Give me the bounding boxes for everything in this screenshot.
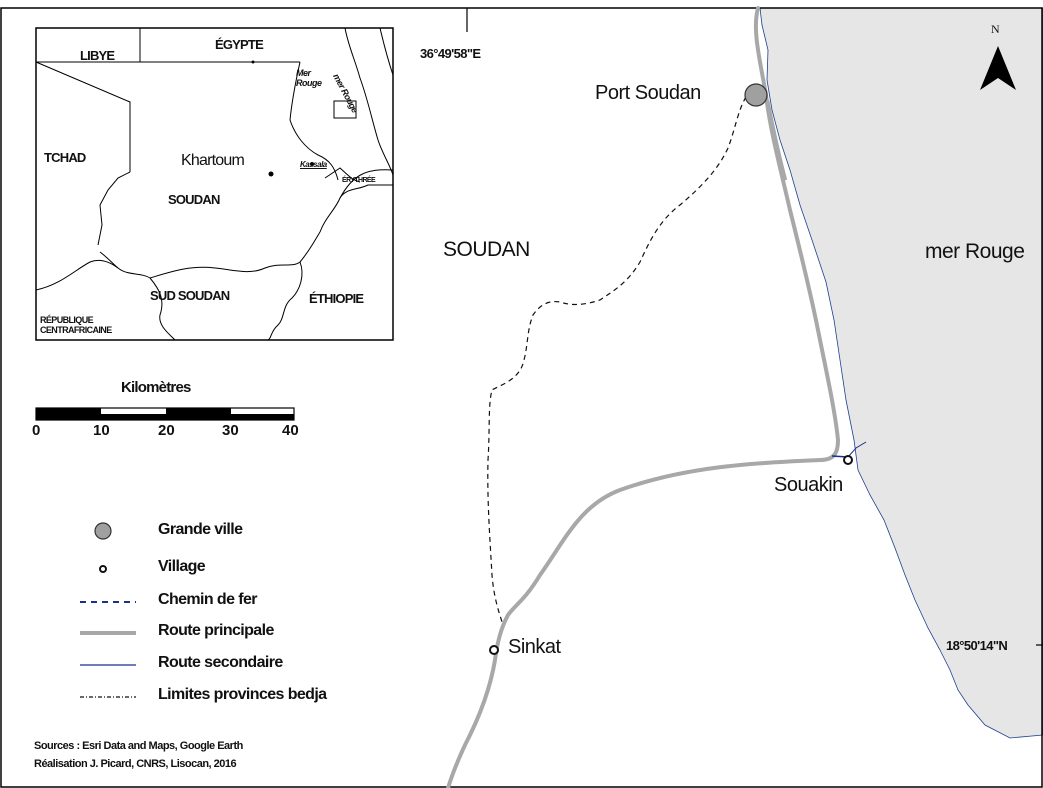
mer-rouge-label: mer Rouge xyxy=(925,240,1025,263)
souakin-label: Souakin xyxy=(774,474,843,496)
legend-label-route-secondaire: Route secondaire xyxy=(158,654,283,671)
inset-khartoum-label: Khartoum xyxy=(181,152,245,169)
scale-tick-30: 30 xyxy=(222,422,239,439)
inset-rca-line2: CENTRAFRICAINE xyxy=(40,325,112,335)
province-boundary xyxy=(487,96,747,626)
main-road-branch xyxy=(766,99,788,181)
inset-erythree-label: ÉRYTHRÉE xyxy=(342,177,376,184)
scale-tick-0: 0 xyxy=(32,422,41,439)
legend: Grande ville Village Chemin de fer Route… xyxy=(36,507,408,718)
inset-tchad-label: TCHAD xyxy=(44,150,86,165)
legend-label-chemin-de-fer: Chemin de fer xyxy=(158,591,257,608)
souakin-marker xyxy=(843,455,853,465)
legend-symbols xyxy=(80,522,136,698)
inset-libye-label: LIBYE xyxy=(80,48,115,63)
legend-label-village: Village xyxy=(158,558,206,575)
legend-label-grande-ville: Grande ville xyxy=(158,521,243,538)
secondary-road-spur xyxy=(847,441,867,458)
inset-mer-rouge-label: Mer Rouge xyxy=(296,68,322,88)
scale-title: Kilomètres xyxy=(121,379,191,396)
latitude-label: 18°50'14"N xyxy=(946,638,1008,653)
north-arrow-icon xyxy=(980,46,1016,90)
inset-kassala-label: Kassala xyxy=(300,160,327,169)
inset-sud-soudan-label: SUD SOUDAN xyxy=(150,288,230,303)
inset-kassala-marker xyxy=(310,162,314,166)
sinkat-marker xyxy=(489,645,499,655)
main-road xyxy=(446,6,841,788)
sources-line-2: Réalisation J. Picard, CNRS, Lisocan, 20… xyxy=(34,758,237,770)
scale-tick-10: 10 xyxy=(93,422,110,439)
inset-khartoum-marker xyxy=(268,171,274,177)
north-label: N xyxy=(991,22,1000,36)
legend-large-city-symbol xyxy=(94,522,112,540)
inset-rca-label: RÉPUBLIQUE CENTRAFRICAINE xyxy=(40,315,112,335)
inset-map xyxy=(35,27,394,341)
inset-study-area-box xyxy=(333,100,357,119)
inset-ethiopie-label: ÉTHIOPIE xyxy=(309,291,364,306)
port-soudan-label: Port Soudan xyxy=(595,82,701,104)
sinkat-label: Sinkat xyxy=(508,636,561,658)
soudan-label: SOUDAN xyxy=(443,238,530,261)
map-frame xyxy=(0,7,1043,788)
sources-line-1: Sources : Esri Data and Maps, Google Ear… xyxy=(34,740,243,752)
legend-label-limites-provinces: Limites provinces bedja xyxy=(158,686,327,703)
inset-mer-rouge-line2: Rouge xyxy=(296,78,322,88)
longitude-label: 36°49'58"E xyxy=(420,46,481,61)
inset-rca-line1: RÉPUBLIQUE xyxy=(40,315,94,325)
port-soudan-marker xyxy=(744,83,768,107)
legend-label-route-principale: Route principale xyxy=(158,622,274,639)
inset-egypte-label: ÉGYPTE xyxy=(215,37,264,52)
scale-tick-20: 20 xyxy=(158,422,175,439)
inset-mer-rouge-line1: Mer xyxy=(296,68,311,78)
inset-soudan-label: SOUDAN xyxy=(168,192,220,207)
scale-bar xyxy=(35,407,295,421)
legend-village-symbol xyxy=(99,565,107,573)
scale-tick-40: 40 xyxy=(282,422,299,439)
red-sea-area xyxy=(759,7,1043,739)
